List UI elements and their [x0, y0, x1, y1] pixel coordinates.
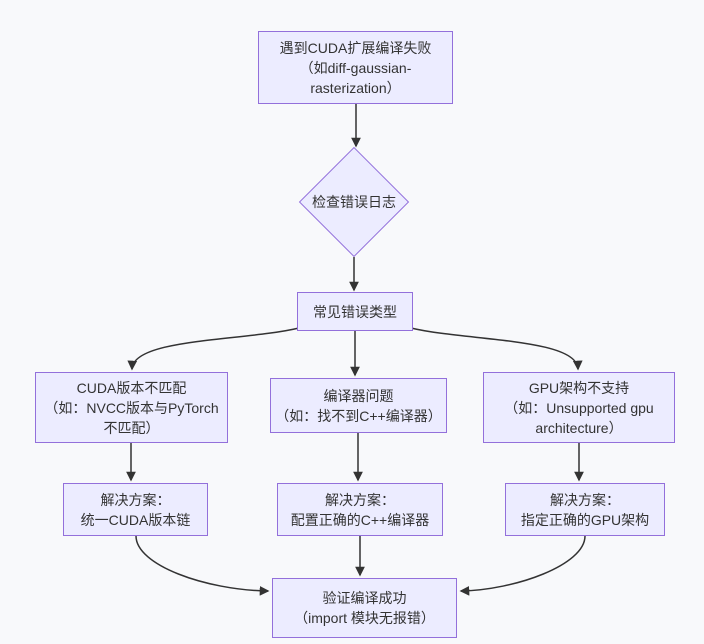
- edge-fix-cuda-verify: [135, 535, 270, 596]
- node-start: 遇到CUDA扩展编译失败 （如diff-gaussian- rasterizat…: [258, 31, 453, 104]
- node-cuda-mismatch-line: （如：NVCC版本与PyTorch: [44, 399, 219, 416]
- edge-types-cuda-mismatch: [127, 327, 300, 371]
- node-compiler-issue: 编译器问题 （如：找不到C++编译器）: [270, 378, 447, 433]
- node-gpu-arch-line: GPU架构不支持: [528, 379, 630, 396]
- node-fix-cuda-line: 统一CUDA版本链: [80, 511, 191, 528]
- node-fix-compiler-line: 解决方案：: [325, 491, 395, 508]
- node-verify-line: 验证编译成功: [322, 590, 407, 606]
- node-cuda-mismatch-line: 不匹配）: [103, 419, 160, 436]
- node-fix-gpu-line: 解决方案：: [550, 491, 620, 508]
- node-check-line: 检查错误日志: [312, 194, 396, 210]
- node-fix-cuda: 解决方案： 统一CUDA版本链: [63, 483, 208, 536]
- node-fix-compiler-line: 配置正确的C++编译器: [290, 511, 430, 528]
- node-types-line: 常见错误类型: [313, 303, 397, 320]
- node-fix-cuda-line: 解决方案：: [100, 491, 171, 508]
- node-cuda-mismatch: CUDA版本不匹配 （如：NVCC版本与PyTorch 不匹配）: [35, 372, 228, 443]
- node-compiler-issue-line: 编译器问题: [323, 387, 394, 404]
- node-check-label: 检查错误日志: [294, 182, 414, 222]
- node-gpu-arch-line: （如：Unsupported gpu: [504, 399, 654, 416]
- node-gpu-arch-line: architecture）: [535, 419, 623, 436]
- node-gpu-arch: GPU架构不支持 （如：Unsupported gpu architecture…: [483, 372, 675, 443]
- node-fix-gpu: 解决方案： 指定正确的GPU架构: [505, 483, 665, 536]
- node-verify: 验证编译成功 （import 模块无报错）: [272, 578, 457, 638]
- node-fix-gpu-line: 指定正确的GPU架构: [520, 511, 650, 528]
- node-start-line: （如diff-gaussian-: [299, 59, 412, 76]
- node-types: 常见错误类型: [297, 292, 413, 331]
- edge-types-gpu-arch: [410, 327, 583, 371]
- node-start-line: rasterization）: [310, 79, 401, 96]
- node-start-line: 遇到CUDA扩展编译失败: [279, 39, 432, 56]
- node-compiler-issue-line: （如：找不到C++编译器）: [275, 407, 442, 424]
- edge-fix-gpu-verify: [459, 535, 586, 596]
- node-verify-line: （import 模块无报错）: [294, 610, 435, 626]
- node-cuda-mismatch-line: CUDA版本不匹配: [76, 379, 187, 396]
- node-fix-compiler: 解决方案： 配置正确的C++编译器: [277, 483, 443, 536]
